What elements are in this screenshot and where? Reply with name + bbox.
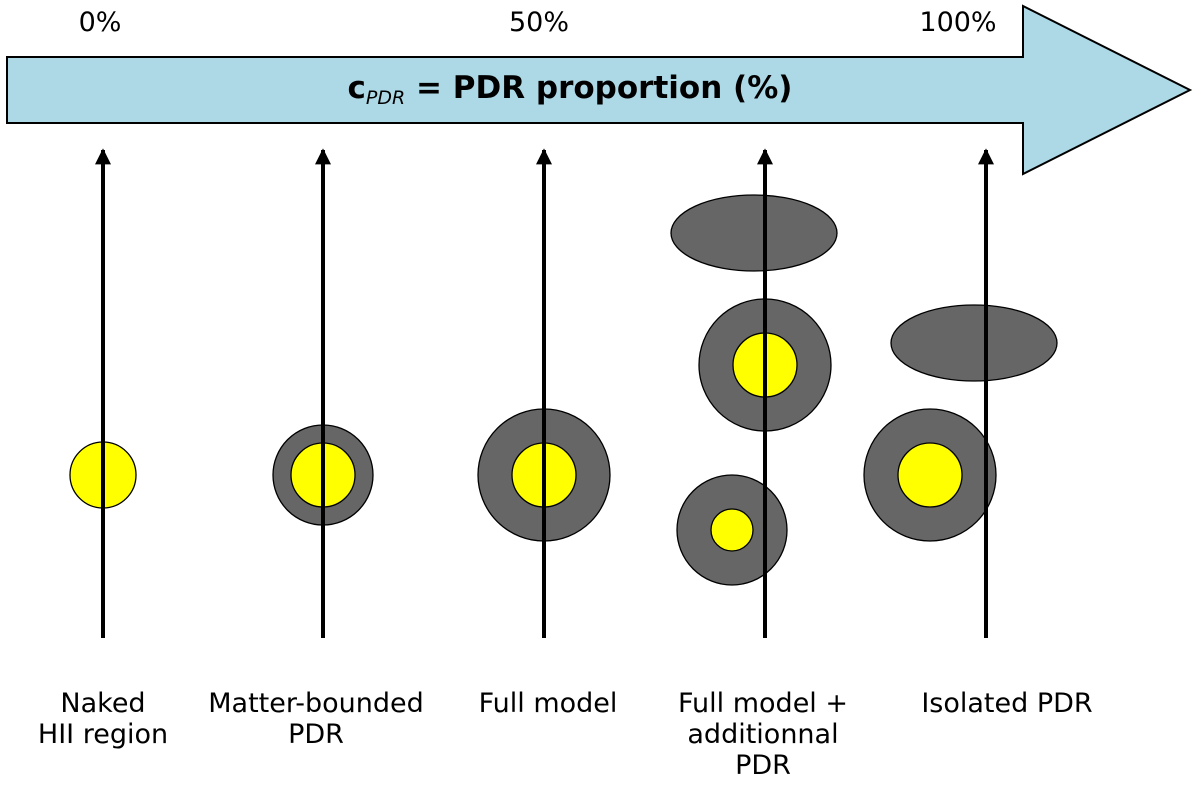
case-isolated-pdr xyxy=(863,148,1058,638)
case-full-model xyxy=(477,148,611,638)
pdr-cloud-ellipse xyxy=(670,194,838,272)
hii-region-circle xyxy=(710,508,754,552)
caption-full-model: Full model xyxy=(418,688,678,719)
caption-line: Naked xyxy=(60,688,146,719)
caption-line: Matter-bounded xyxy=(208,688,424,719)
caption-line: PDR xyxy=(735,750,791,781)
caption-line: Full model xyxy=(478,688,618,719)
caption-full-model-additional-pdr: Full model + additionnal PDR xyxy=(633,688,893,781)
caption-line: additionnal xyxy=(687,719,839,750)
tick-label-50: 50% xyxy=(508,7,569,38)
tick-label-100: 100% xyxy=(919,7,997,38)
axis-title-text: = PDR proportion (%) xyxy=(405,70,793,106)
axis-title: cPDR = PDR proportion (%) xyxy=(250,68,890,118)
caption-line: Full model + xyxy=(677,688,849,719)
caption-matter-bounded-pdr: Matter-bounded PDR xyxy=(186,688,446,750)
tick-label-0: 0% xyxy=(78,7,122,38)
hii-region-circle xyxy=(897,442,963,508)
pdr-proportion-arrow xyxy=(6,4,1193,176)
caption-line: HII region xyxy=(37,719,169,750)
case-full-model-additional-pdr xyxy=(670,148,838,638)
case-matter-bounded-pdr xyxy=(272,148,374,638)
pdr-cloud-ellipse xyxy=(890,304,1058,382)
case-naked-hii-region xyxy=(69,148,137,638)
caption-line: Isolated PDR xyxy=(921,688,1093,719)
caption-isolated-pdr: Isolated PDR xyxy=(877,688,1137,719)
axis-title-symbol: c xyxy=(347,70,366,106)
axis-title-subscript: PDR xyxy=(365,87,406,109)
caption-line: PDR xyxy=(288,719,344,750)
caption-naked-hii-region: Naked HII region xyxy=(0,688,233,750)
